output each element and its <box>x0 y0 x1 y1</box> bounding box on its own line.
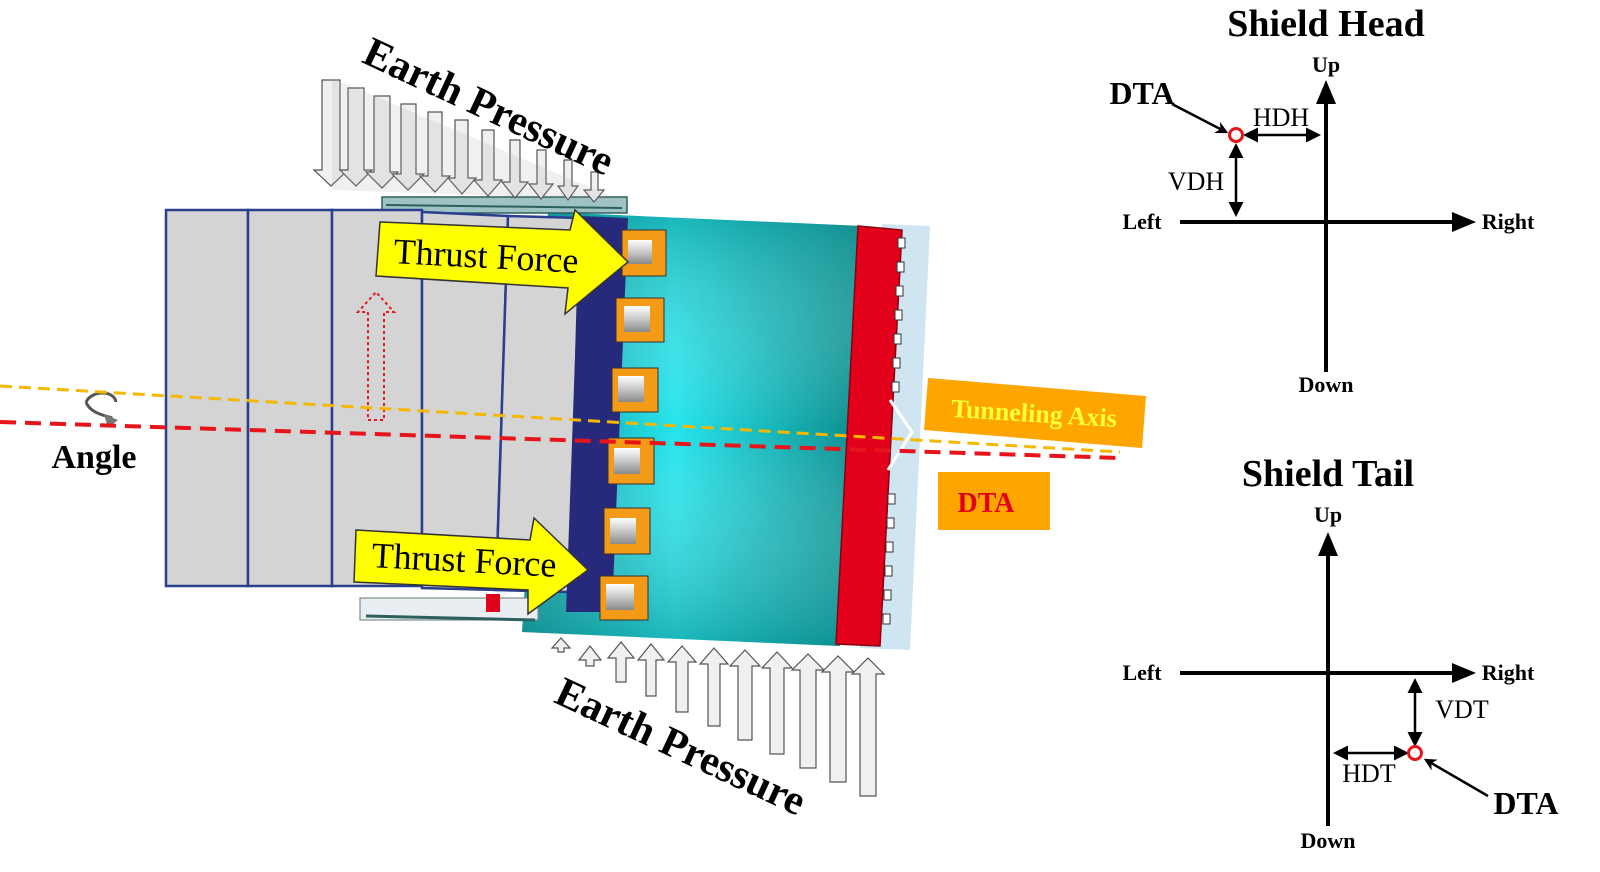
shield-tail-title: Shield Tail <box>1242 453 1414 495</box>
cutterhead <box>835 225 903 647</box>
shield-tail-panel: Shield Tail Up Down Left Right VDT HDT D… <box>1122 453 1558 853</box>
articulation-joint <box>486 594 500 612</box>
hdt-label: HDT <box>1342 759 1396 788</box>
thrust-jack <box>607 437 655 485</box>
shield-skin-top <box>381 196 628 214</box>
head-right-arrow-icon <box>1452 212 1476 232</box>
head-up-label: Up <box>1312 52 1340 77</box>
cutter-teeth <box>882 237 906 625</box>
tail-right-arrow-icon <box>1452 663 1476 683</box>
thrust-jack <box>611 367 659 413</box>
thrust-jacks <box>599 229 667 621</box>
rotation-angle-icon <box>84 391 118 420</box>
tail-dta-point <box>1407 745 1423 761</box>
vdh-label: VDH <box>1168 167 1225 196</box>
thrust-jack <box>615 297 665 343</box>
shield-skin-top-line <box>385 204 623 209</box>
earth-pressure-top-wedge <box>332 78 620 200</box>
shield-head-panel: Shield Head Up Down Left Right HDH VDH D… <box>1109 3 1535 397</box>
tail-dta-pointer <box>1423 758 1489 798</box>
tail-down-label: Down <box>1300 828 1355 853</box>
segment-ring <box>246 208 334 588</box>
hdh-label: HDH <box>1253 103 1310 132</box>
thrust-force-top-label: Thrust Force <box>393 231 580 281</box>
head-dta-pointer <box>1171 102 1229 134</box>
vdt-label: VDT <box>1435 695 1489 724</box>
dta-machine-label: DTA <box>957 488 1015 519</box>
tail-up-arrow-icon <box>1318 532 1338 556</box>
tail-left-label: Left <box>1122 660 1162 685</box>
advance-chevron-icon <box>886 399 914 471</box>
tunneling-axis-box <box>924 378 1146 448</box>
head-down-label: Down <box>1298 372 1353 397</box>
head-up-arrow-icon <box>1316 80 1336 104</box>
dta-box <box>938 472 1050 530</box>
thrust-arrow-bottom <box>353 516 590 616</box>
tail-up-label: Up <box>1314 502 1342 527</box>
thrust-arrow-top <box>375 208 630 316</box>
dta-line <box>0 420 1121 460</box>
shield-head-title: Shield Head <box>1227 3 1424 45</box>
head-dta-point <box>1228 127 1244 143</box>
head-dta-label: DTA <box>1109 75 1174 111</box>
tail-right-label: Right <box>1482 660 1535 685</box>
angle-label: Angle <box>52 439 137 476</box>
head-left-label: Left <box>1122 209 1162 234</box>
head-right-label: Right <box>1482 209 1535 234</box>
tail-dta-label: DTA <box>1493 785 1558 821</box>
thrust-jack <box>603 507 651 555</box>
earth-pressure-bottom-arrows <box>550 637 886 797</box>
shield-machine: Tunneling Axis DTA Earth Pressure Earth … <box>0 29 1146 825</box>
thrust-jack <box>621 229 667 277</box>
thrust-jack <box>599 575 649 621</box>
shield-skin-bottom-line <box>365 614 536 622</box>
thrust-force-bottom-label: Thrust Force <box>371 535 558 585</box>
earth-pressure-top-arrows <box>312 79 606 203</box>
tunneling-axis-line <box>0 384 1121 454</box>
